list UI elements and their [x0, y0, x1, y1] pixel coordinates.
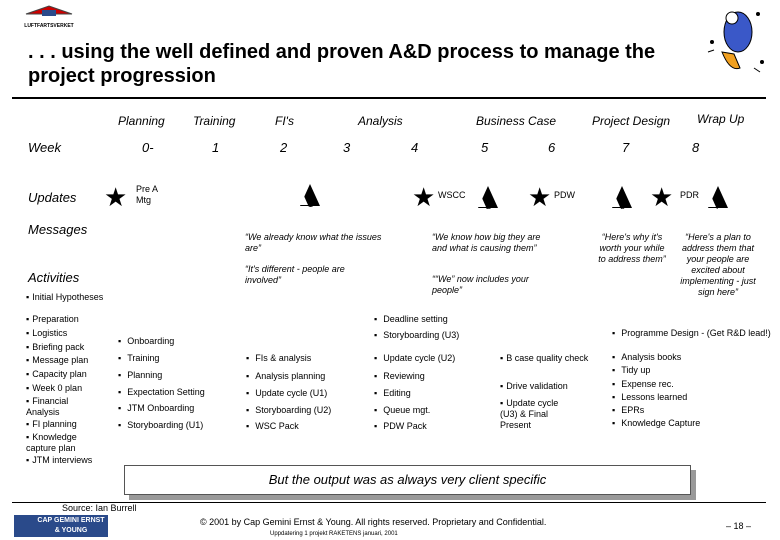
activity-col3-item: Queue mgt. [374, 405, 430, 416]
activity-col3-item: Storyboarding (U3) [374, 330, 459, 341]
activities-label: Activities [28, 270, 80, 285]
week-8: 8 [692, 140, 700, 155]
phase-project-design: Project Design [592, 114, 671, 128]
page-title: . . . using the well defined and proven … [28, 41, 656, 87]
cap-gemini-logo-text: CAP GEMINI ERNST & YOUNG [37, 517, 105, 534]
activity-col2-item: WSC Pack [246, 421, 299, 432]
source-note: Source: Ian Burrell [62, 503, 137, 513]
message-1: “We already know what the issues are” [245, 232, 382, 253]
week-2: 2 [280, 140, 288, 155]
phase-wrap-up: Wrap Up [697, 112, 745, 126]
week-5: 5 [481, 140, 489, 155]
week-1: 1 [212, 140, 220, 155]
activity-col0-item: Message plan [26, 355, 106, 366]
title-divider [12, 97, 766, 99]
message-6: “Here's a plan to address them that your… [680, 232, 756, 297]
activity-col1-item: Planning [118, 370, 162, 381]
activity-col4-item: Update cycle (U3) & Final Present [500, 398, 578, 431]
activity-col0-item: FI planning [26, 419, 106, 430]
activity-col0-item: Knowledge capture plan [26, 432, 96, 454]
activity-col0-item: Initial Hypotheses [26, 292, 106, 303]
activity-col1-item: Onboarding [118, 336, 174, 347]
milestone-pre-a-mtg: Pre A Mtg [136, 184, 158, 205]
phase-planning: Planning [118, 114, 165, 128]
milestone-triangle-icon [604, 186, 632, 208]
message-2: “It's different - people are involved” [245, 264, 345, 285]
page-number: – 18 – [726, 521, 752, 531]
activity-col4-item: Drive validation [500, 381, 612, 392]
updates-label: Updates [28, 190, 77, 205]
phase-fis: FI's [275, 114, 294, 128]
week-label: Week [28, 140, 61, 155]
activity-col3-item: PDW Pack [374, 421, 427, 432]
activity-col1-item: JTM Onboarding [118, 403, 194, 414]
week-3: 3 [343, 140, 351, 155]
activity-col4-item: B case quality check [500, 353, 610, 364]
activity-col1-item: Expectation Setting [118, 387, 205, 398]
message-5: “Here's why it's worth your while to add… [598, 232, 666, 264]
output-callout: But the output was as always very client… [124, 465, 691, 495]
activity-col2-item: Analysis planning [246, 371, 325, 382]
week-0: 0- [142, 140, 154, 155]
activity-col1-item: Storyboarding (U1) [118, 420, 203, 431]
phase-analysis: Analysis [358, 114, 403, 128]
activity-col0-item: Briefing pack [26, 342, 106, 353]
milestone-triangle-icon [700, 186, 728, 208]
milestone-star-icon: ★ [650, 182, 674, 212]
activity-col0-item: Week 0 plan [26, 383, 106, 394]
activity-col5-item: Expense rec. [612, 379, 674, 390]
activity-col5-item: Programme Design - (Get R&D lead!) [612, 328, 771, 339]
milestone-star-icon: ★ [528, 182, 552, 212]
document-subline: Uppdatering 1 projekt RAKETENS januari, … [270, 531, 398, 537]
activity-col0-item: Capacity plan [26, 369, 106, 380]
logo-text: LUFTFARTSVERKET [24, 23, 74, 29]
juggler-clipart-icon [700, 2, 770, 80]
milestone-star-icon: ★ [412, 182, 436, 212]
activity-col2-item: FIs & analysis [246, 353, 311, 364]
activity-col2-item: Storyboarding (U2) [246, 405, 331, 416]
milestone-1: 1 [308, 199, 314, 209]
activity-col3-item: Deadline setting [374, 314, 448, 325]
phase-business-case: Business Case [476, 114, 557, 128]
activity-col1-item: Training [118, 353, 159, 364]
message-3: “We know how big they are and what is ca… [432, 232, 541, 253]
activity-col2-item: Update cycle (U1) [246, 388, 327, 399]
milestone-pdw: PDW [554, 190, 575, 200]
milestone-wscc: WSCC [438, 190, 466, 200]
activity-col3-item: Update cycle (U2) [374, 353, 455, 364]
week-4: 4 [411, 140, 419, 155]
cap-gemini-logo: CAP GEMINI ERNST & YOUNG [14, 515, 108, 537]
messages-label: Messages [28, 222, 88, 237]
activity-col3-item: Editing [374, 388, 411, 399]
activity-col0-item: JTM interviews [26, 455, 116, 466]
milestone-f: F [716, 201, 722, 211]
milestone-3: 3 [620, 201, 626, 211]
activity-col5-item: EPRs [612, 405, 644, 416]
message-4: ““We” now includes your people” [432, 274, 529, 295]
activity-col0-item: Preparation [26, 314, 106, 325]
copyright-text: © 2001 by Cap Gemini Ernst & Young. All … [200, 517, 547, 527]
milestone-2: 2 [486, 201, 492, 211]
week-7: 7 [622, 140, 630, 155]
activity-col3-item: Reviewing [374, 371, 425, 382]
activity-col0-item: Logistics [26, 328, 106, 339]
luftfartsverket-logo: LUFTFARTSVERKET [24, 4, 74, 29]
activity-col5-item: Lessons learned [612, 392, 687, 403]
milestone-triangle-icon [292, 184, 320, 206]
activity-col5-item: Tidy up [612, 365, 650, 376]
milestone-pdr: PDR [680, 190, 700, 200]
footer-divider [12, 502, 766, 503]
week-6: 6 [548, 140, 556, 155]
phase-training: Training [193, 114, 236, 128]
activity-col5-item: Knowledge Capture [612, 418, 700, 429]
activity-col0-item: Financial Analysis [26, 396, 94, 418]
activity-col5-item: Analysis books [612, 352, 681, 363]
milestone-triangle-icon [470, 186, 498, 208]
milestone-star-icon: ★ [104, 182, 128, 212]
